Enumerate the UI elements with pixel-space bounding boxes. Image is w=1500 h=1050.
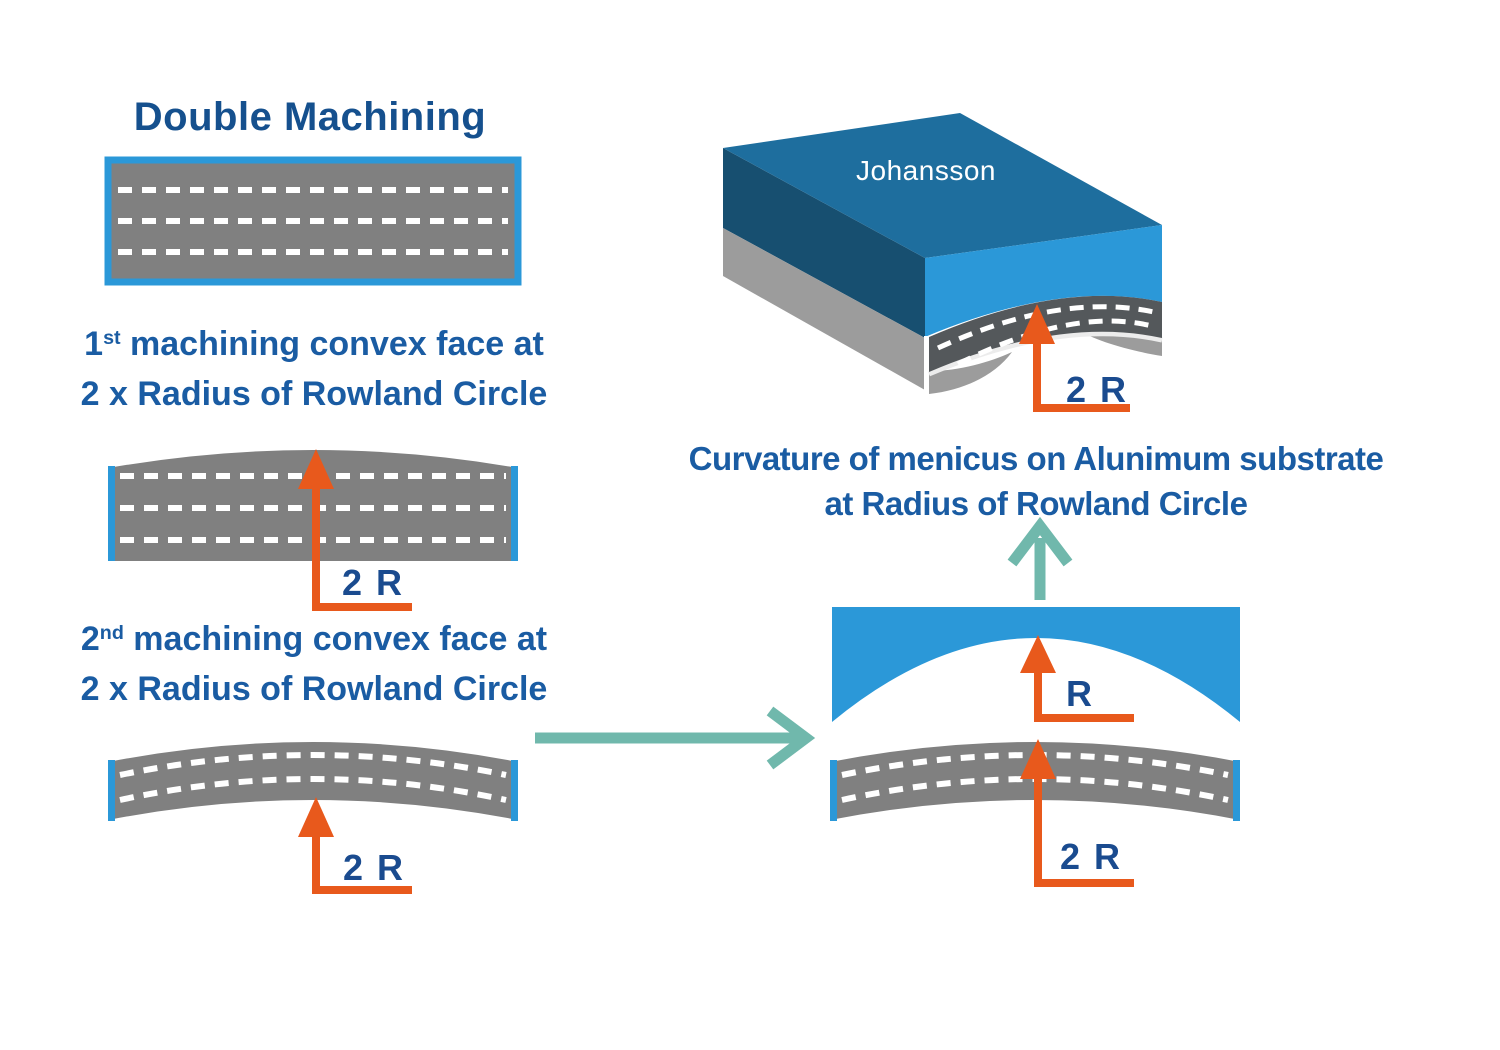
radius-arrow-2r-block [1019,304,1130,412]
strip-lattice-lines [936,304,1157,367]
step2-line2: 2 x Radius of Rowland Circle [80,670,548,708]
dim-label-2r-first: 2 R [341,562,405,603]
step1-line2: 2 x Radius of Rowland Circle [80,375,548,413]
block-side-gray [723,228,925,390]
dim-label-r-substrate: R [1066,673,1094,714]
corner-gap [924,336,928,394]
radius-arrow-r-substrate [1020,635,1134,722]
plano-convex-crystal [108,449,518,611]
left-edge [830,760,837,821]
left-edge [108,760,115,821]
radius-arrow-2r-first [298,449,412,611]
meniscus-crystal [108,742,518,894]
curvature-caption-line2: at Radius of Rowland Circle [824,485,1248,522]
radius-arrow-2r-right [1020,739,1134,887]
left-edge [108,466,115,561]
process-arrow-up-icon [1007,516,1073,600]
process-arrow-right-icon [535,706,816,770]
lattice-plane-lines [118,187,508,255]
substrate-left-wedge [929,352,1012,394]
step2-caption: 2nd machining convex face at 2 x Radius … [81,617,548,712]
block-top-face [723,113,1162,258]
dim-label-2r-block: 2 R [1065,369,1129,410]
flat-crystal-blank [104,156,522,286]
step2-line1: 2nd machining convex face at [80,620,548,658]
lattice-plane-lines [119,752,507,803]
johansson-block [723,113,1163,412]
block-front-face [925,225,1162,337]
substrate-body [832,607,1240,722]
curvature-caption-line1: Curvature of menicus on Alunimum substra… [688,440,1384,477]
aluminum-substrate [832,607,1240,722]
meniscus-crystal-right [830,739,1240,887]
block-side-navy [723,148,925,338]
page-title: Double Machining [133,95,487,139]
right-edge [1233,760,1240,821]
step1-line1: 1st machining convex face at [84,325,544,363]
dim-label-2r-second: 2 R [342,847,406,888]
right-edge [511,760,518,821]
radius-arrow-2r-second [298,797,412,894]
johansson-label: Johansson [856,155,996,186]
dim-label-2r-right: 2 R [1059,836,1123,877]
curvature-caption: Curvature of menicus on Alunimum substra… [689,436,1384,526]
right-edge [511,466,518,561]
step1-caption: 1st machining convex face at 2 x Radius … [81,322,548,417]
